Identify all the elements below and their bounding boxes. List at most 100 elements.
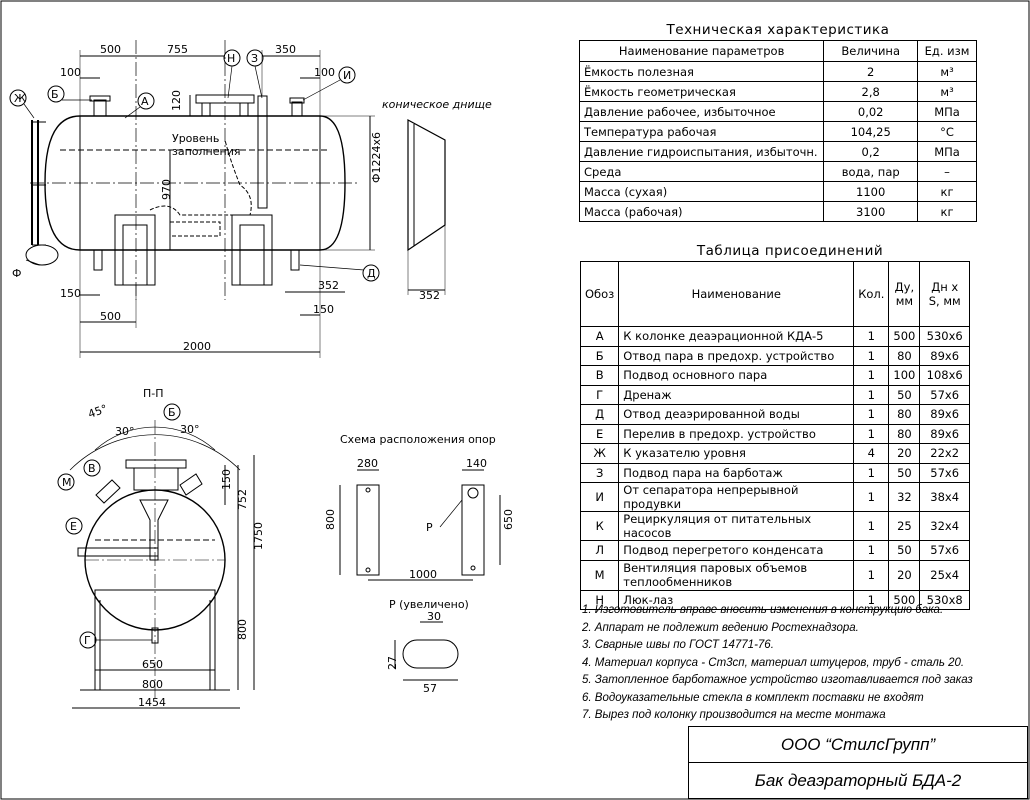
conn-du: 100 (888, 365, 921, 386)
title-block: ООО “СтилсГрупп” Бак деаэраторный БДА-2 (688, 726, 1028, 799)
svg-text:100: 100 (60, 66, 81, 79)
conn-header-du: Ду, мм (888, 261, 921, 327)
conn-code: Б (579, 345, 620, 366)
svg-text:352: 352 (419, 289, 440, 302)
detail-r (394, 621, 459, 681)
conn-qty: 1 (853, 384, 890, 405)
conn-dn: 89х6 (919, 345, 970, 366)
svg-text:150: 150 (313, 303, 334, 316)
conn-name: Подвод основного пара (618, 365, 855, 386)
conn-name: Подвод перегретого конденсата (618, 540, 855, 561)
tech-value: 0,2 (823, 141, 919, 162)
svg-text:800: 800 (142, 678, 163, 691)
svg-text:А: А (141, 95, 149, 108)
tech-table: Наименование параметров Величина Ед. изм… (578, 40, 977, 222)
svg-text:140: 140 (466, 457, 487, 470)
conn-qty: 1 (853, 511, 890, 541)
svg-text:27: 27 (386, 656, 399, 670)
conn-header-qty: Кол. (853, 261, 890, 327)
svg-text:Н: Н (227, 52, 235, 65)
product-name: Бак деаэраторный БДА-2 (754, 771, 962, 790)
svg-text:П-П: П-П (143, 387, 164, 400)
tech-header-name: Наименование параметров (578, 40, 825, 62)
conn-qty: 1 (853, 462, 890, 483)
svg-text:Уровень: Уровень (172, 132, 219, 145)
svg-text:Д: Д (367, 267, 376, 280)
section-view (57, 403, 255, 709)
conn-name: Подвод пара на барботаж (618, 462, 855, 483)
tech-value: 104,25 (823, 121, 919, 142)
svg-text:Ж: Ж (14, 92, 26, 105)
conn-qty: 1 (853, 345, 890, 366)
svg-text:В: В (88, 462, 96, 475)
svg-text:Е: Е (70, 520, 77, 533)
conn-du: 50 (888, 384, 921, 405)
conn-qty: 1 (853, 482, 890, 512)
conn-du: 80 (888, 345, 921, 366)
conn-name: Отвод пара в предохр. устройство (618, 345, 855, 366)
svg-text:100: 100 (314, 66, 335, 79)
svg-text:Р: Р (426, 521, 433, 534)
side-view-labels: 500 755 350 100 100 Ж Б А Н З И Д Ф 120 … (12, 43, 383, 353)
conn-code: Л (579, 540, 620, 561)
tech-unit: м³ (917, 61, 977, 82)
conn-du: 25 (888, 511, 921, 541)
conn-qty: 4 (853, 443, 890, 464)
connections-table: Обоз Наименование Кол. Ду, мм Дн х S, мм… (579, 261, 970, 610)
conn-du: 50 (888, 462, 921, 483)
conn-du: 32 (888, 482, 921, 512)
svg-text:45°: 45° (86, 402, 109, 421)
conn-qty: 1 (853, 404, 890, 425)
conical-bottom (407, 118, 446, 295)
conn-dn: 38х4 (919, 482, 970, 512)
svg-text:И: И (343, 69, 351, 82)
note-item: 7. Вырез под колонку производится на мес… (582, 709, 886, 721)
svg-text:коническое днище: коническое днище (382, 98, 492, 111)
svg-text:З: З (251, 52, 258, 65)
svg-text:150: 150 (220, 469, 233, 490)
conn-dn: 57х6 (919, 540, 970, 561)
svg-text:650: 650 (502, 509, 515, 530)
conn-du: 20 (888, 559, 921, 591)
svg-text:1454: 1454 (138, 696, 166, 709)
tech-value: 0,02 (823, 101, 919, 122)
tech-param: Ёмкость геометрическая (578, 81, 825, 102)
svg-text:755: 755 (167, 43, 188, 56)
conn-dn: 25х4 (919, 559, 970, 591)
conn-header-dn: Дн х S, мм (919, 261, 970, 327)
conn-dn: 57х6 (919, 384, 970, 405)
tech-param: Давление рабочее, избыточное (578, 101, 825, 122)
svg-text:970: 970 (160, 179, 173, 200)
conn-qty: 1 (853, 365, 890, 386)
svg-text:2000: 2000 (183, 340, 211, 353)
conn-title: Таблица присоединений (696, 243, 884, 259)
conn-dn: 530х8 (919, 589, 970, 610)
tech-param: Ёмкость полезная (578, 61, 825, 82)
svg-text:1000: 1000 (409, 568, 437, 581)
conn-code: И (579, 482, 620, 512)
conn-code: Д (579, 404, 620, 425)
svg-text:800: 800 (324, 509, 337, 530)
tech-value: 3100 (823, 201, 919, 222)
tech-value: 1100 (823, 181, 919, 202)
svg-text:заполнения: заполнения (172, 145, 240, 158)
conn-header-code: Обоз (579, 261, 620, 327)
conn-name: Дренаж (618, 384, 855, 405)
tech-header-value: Величина (823, 40, 919, 62)
tech-param: Среда (578, 161, 825, 182)
conn-name: Вентиляция паровых объемов теплообменник… (618, 559, 855, 591)
svg-text:120: 120 (170, 90, 183, 111)
conn-dn: 89х6 (919, 404, 970, 425)
svg-text:752: 752 (236, 489, 249, 510)
